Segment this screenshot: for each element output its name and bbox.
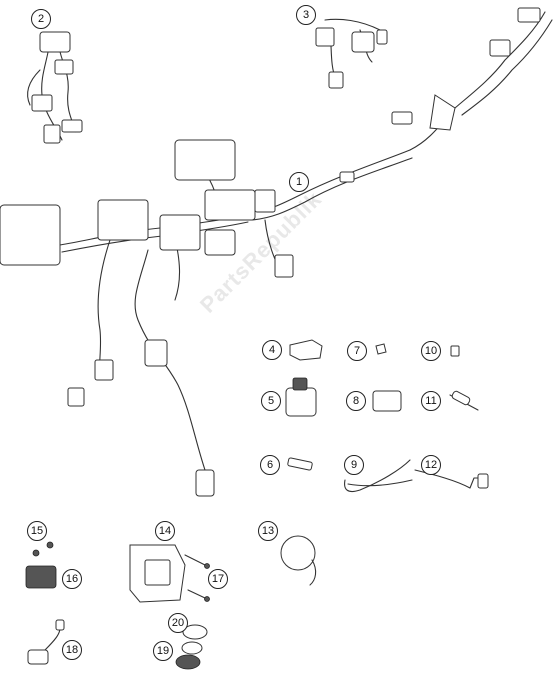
part-7-clip [375,343,387,355]
callout-18: 18 [62,640,82,660]
callout-4: 4 [262,340,282,360]
part-19-20-ignition [175,624,208,670]
callout-5: 5 [261,391,281,411]
part-15-screws [32,541,54,557]
part-9-cable [344,459,413,493]
callout-8: 8 [346,391,366,411]
callout-10: 10 [421,341,441,361]
callout-7: 7 [347,341,367,361]
callout-11: 11 [421,391,441,411]
callout-9: 9 [344,455,364,475]
part-10-fuse [450,345,460,357]
callout-12: 12 [421,455,441,475]
callout-2: 2 [31,9,51,29]
harness-part-3 [315,18,388,89]
callout-3: 3 [296,5,316,25]
callout-16: 16 [62,569,82,589]
main-harness-part-1 [0,7,553,497]
part-8-module [372,390,402,412]
part-6-fuse [287,457,313,471]
part-13-horn [280,535,317,586]
part-18-sensor [27,619,65,665]
callout-1: 1 [289,172,309,192]
harness-part-2 [27,31,83,144]
callout-17: 17 [208,569,228,589]
callout-13: 13 [258,521,278,541]
callout-14: 14 [155,521,175,541]
callout-19: 19 [153,641,173,661]
part-16-regulator [25,565,57,589]
callout-6: 6 [260,455,280,475]
part-11-sensor [449,390,479,411]
part-14-holder [129,544,210,603]
part-5-relay [285,377,317,417]
callout-20: 20 [168,613,188,633]
callout-15: 15 [27,521,47,541]
part-4-clip [289,339,323,361]
